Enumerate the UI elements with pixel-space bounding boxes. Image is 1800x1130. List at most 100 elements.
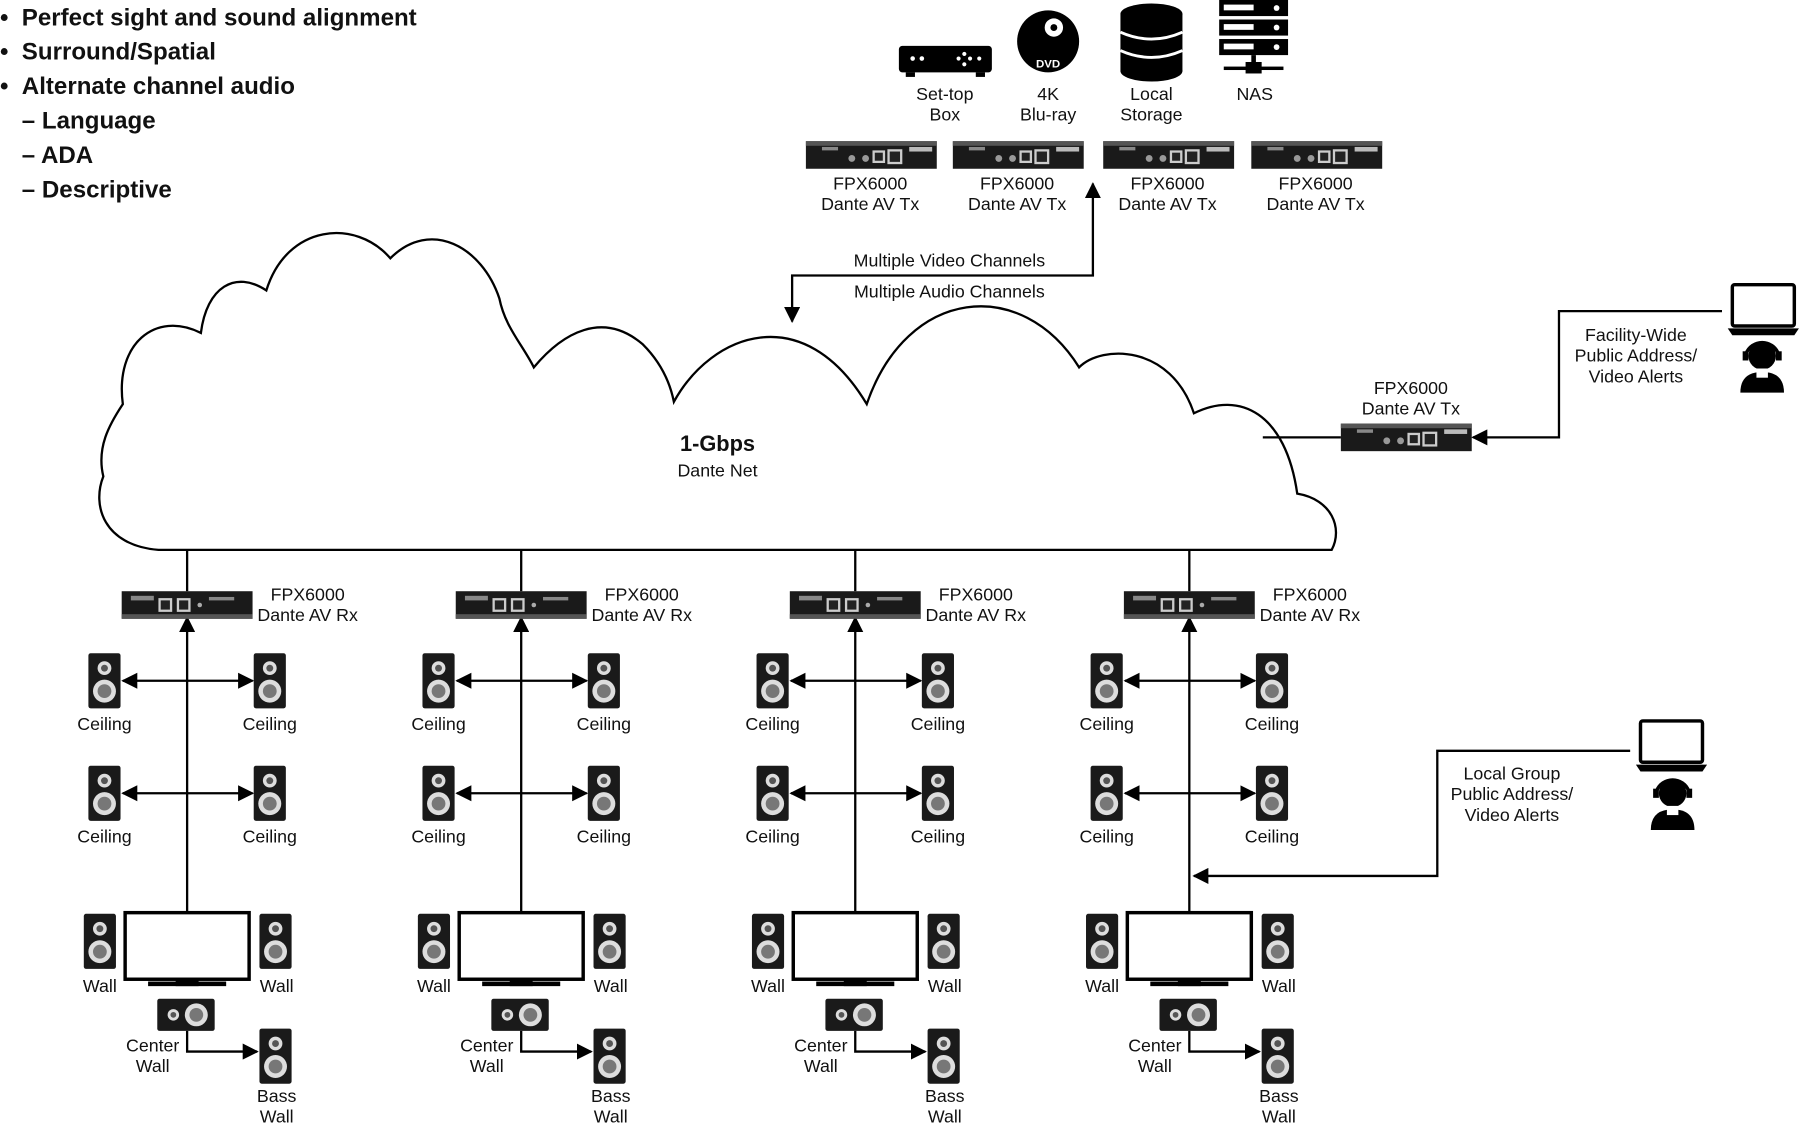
local-operator-icon [1649, 777, 1697, 832]
nas-server-icon [1219, 0, 1289, 74]
bass-label-a: Bass [925, 1086, 965, 1106]
facility-tx-label-b: Dante AV Tx [1362, 398, 1460, 418]
tx-label-2a: FPX6000 [980, 173, 1054, 193]
ceiling-label: Ceiling [911, 714, 965, 734]
source-devices: Set-top Box DVD 4K Blu-ray Local Storage [898, 0, 1289, 125]
ceiling-speaker-icon [253, 765, 286, 821]
ceiling-label: Ceiling [1079, 827, 1133, 847]
rx-label-a: FPX6000 [939, 584, 1013, 604]
local-laptop-icon [1634, 719, 1709, 774]
ceiling-speaker-icon [1255, 765, 1289, 821]
facility-alert-a: Facility-Wide [1585, 325, 1687, 345]
wall-label: Wall [1085, 976, 1119, 996]
facility-alert-b: Public Address/ [1575, 346, 1698, 366]
ceiling-label: Ceiling [911, 827, 965, 847]
tx-label-3b: Dante AV Tx [1118, 194, 1216, 214]
ceiling-label: Ceiling [745, 714, 799, 734]
wall-speaker-icon [593, 913, 626, 969]
wall-label: Wall [594, 976, 628, 996]
bass-label-a: Bass [257, 1086, 297, 1106]
ceiling-speaker-icon [921, 765, 954, 821]
ceiling-speaker-icon [88, 653, 121, 709]
tx-device-2 [952, 141, 1084, 169]
channel-arrow [784, 182, 1101, 324]
center-label-a: Center [460, 1036, 513, 1056]
ceiling-speaker-icon [422, 765, 455, 821]
channel-connection: Multiple Video Channels Multiple Audio C… [784, 182, 1101, 324]
feature-list: • Perfect sight and sound alignment • Su… [0, 4, 417, 203]
center-label-b: Wall [470, 1056, 504, 1076]
bass-label-b: Wall [928, 1107, 962, 1124]
center-speaker-icon [1159, 998, 1217, 1031]
center-label-a: Center [794, 1036, 847, 1056]
wall-speaker-icon [417, 913, 451, 969]
ceiling-label: Ceiling [745, 827, 799, 847]
display-icon [1125, 910, 1254, 988]
source-label-3b: Storage [1120, 105, 1182, 125]
ceiling-speaker-icon [587, 653, 620, 709]
ceiling-speaker-icon [587, 765, 620, 821]
database-icon [1119, 3, 1184, 82]
rx-label-a: FPX6000 [1273, 584, 1347, 604]
feature-item-2: Surround/Spatial [22, 39, 216, 66]
network-subtitle: Dante Net [677, 460, 757, 480]
wall-speaker-icon [83, 913, 116, 969]
bullet-3: • [0, 73, 8, 100]
tx-label-4b: Dante AV Tx [1267, 194, 1365, 214]
display-icon [791, 910, 919, 988]
center-label-a: Center [126, 1036, 179, 1056]
center-label-a: Center [1128, 1036, 1181, 1056]
local-alert-b: Public Address/ [1451, 784, 1574, 804]
wall-speaker-icon [1086, 913, 1119, 969]
facility-tx-device [1340, 423, 1472, 452]
facility-alert-c: Video Alerts [1589, 366, 1684, 386]
rx-label-a: FPX6000 [605, 584, 679, 604]
wall-label: Wall [928, 976, 962, 996]
bass-label-a: Bass [1259, 1086, 1299, 1106]
local-alert-a: Local Group [1463, 763, 1560, 783]
tx-device-1 [805, 141, 937, 169]
bullet-1: • [0, 4, 8, 31]
tx-label-4a: FPX6000 [1279, 173, 1353, 193]
ceiling-label: Ceiling [1245, 827, 1299, 847]
ceiling-speaker-icon [1090, 653, 1123, 709]
rx-label-b: Dante AV Rx [591, 605, 692, 625]
ceiling-label: Ceiling [243, 827, 297, 847]
rx-label-a: FPX6000 [271, 584, 345, 604]
network-title: 1-Gbps [680, 431, 755, 456]
wall-speaker-icon [259, 913, 292, 969]
local-alert-c: Video Alerts [1465, 805, 1560, 825]
ceiling-label: Ceiling [1079, 714, 1133, 734]
dante-network-cloud: 1-Gbps Dante Net [98, 231, 1337, 552]
ceiling-label: Ceiling [243, 714, 297, 734]
wall-speaker-icon [927, 913, 960, 969]
source-label-3a: Local [1130, 84, 1173, 104]
wall-speaker-icon [1261, 913, 1294, 969]
ceiling-label: Ceiling [577, 827, 631, 847]
facility-alert-arrow [1471, 309, 1723, 446]
bass-label-b: Wall [1262, 1107, 1296, 1124]
facility-alert-group: FPX6000 Dante AV Tx Facility-Wide Public… [1262, 282, 1800, 452]
ceiling-label: Ceiling [1245, 714, 1299, 734]
bass-link [520, 1030, 593, 1060]
facility-tx-label-a: FPX6000 [1374, 378, 1448, 398]
dvd-badge: DVD [1036, 59, 1060, 71]
bass-label-b: Wall [594, 1107, 628, 1124]
cloud-shape [98, 231, 1337, 552]
video-channels-label: Multiple Video Channels [854, 250, 1046, 270]
center-speaker-icon [825, 998, 883, 1031]
ceiling-speaker-icon [88, 765, 121, 821]
feature-subitem-2: – ADA [22, 142, 93, 169]
set-top-box-icon [898, 45, 992, 77]
bass-speaker-icon [259, 1028, 292, 1084]
ceiling-label: Ceiling [77, 714, 131, 734]
tx-device-4 [1251, 141, 1383, 169]
rx-label-b: Dante AV Rx [257, 605, 358, 625]
tx-device-3 [1103, 141, 1235, 169]
local-alert-arrow [1192, 749, 1631, 884]
